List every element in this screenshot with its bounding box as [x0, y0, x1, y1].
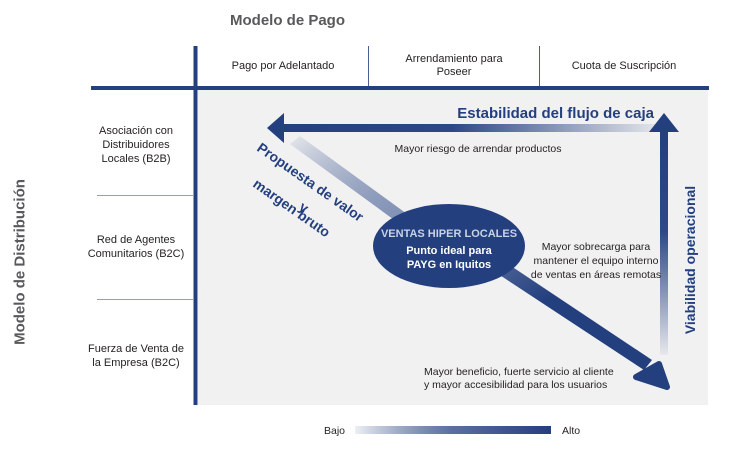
value-proposition-arrow — [290, 136, 418, 230]
sweet-spot-ellipse — [373, 204, 525, 288]
center-line-2: PAYG en Iquitos — [407, 259, 491, 271]
benefit-note-1: Mayor beneficio, fuerte servicio al clie… — [424, 366, 614, 378]
benefit-arrow — [480, 252, 670, 390]
benefit-note-2: y mayor accesibilidad para los usuarios — [424, 379, 607, 391]
column-label: Cuota de Suscripción — [571, 59, 677, 72]
row-header-community-agents: Red de Agentes Comunitarios (B2C) — [80, 233, 192, 261]
legend-high-label: Alto — [562, 425, 580, 437]
operational-note-3: de ventas en áreas remotas — [531, 269, 661, 281]
operational-note-2: mantener el equipo interno — [534, 255, 659, 267]
cash-flow-arrow — [267, 113, 660, 143]
cash-flow-note: Mayor riesgo de arrendar productos — [395, 143, 562, 155]
row-label: Red de Agentes Comunitarios (B2C) — [87, 234, 185, 260]
row-label: Fuerza de Venta de la Empresa (B2C) — [88, 343, 185, 369]
row-header-company-salesforce: Fuerza de Venta de la Empresa (B2C) — [80, 342, 192, 370]
column-header-subscription: Cuota de Suscripción — [540, 46, 708, 86]
operational-viability-label: Viabilidad operacional — [682, 186, 698, 334]
row-header-b2b-distributors: Asociación con Distribuidores Locales (B… — [82, 124, 190, 166]
operational-viability-arrow — [649, 113, 679, 355]
center-title: VENTAS HIPER LOCALES — [381, 228, 517, 240]
column-label: Pago por Adelantado — [231, 59, 335, 72]
column-label: Arrendamiento para Poseer — [405, 53, 503, 78]
row-label: Asociación con Distribuidores Locales (B… — [99, 125, 173, 165]
column-header-lease-to-own: Arrendamiento para Poseer — [370, 46, 538, 86]
column-header-upfront: Pago por Adelantado — [198, 46, 368, 86]
payment-model-title: Modelo de Pago — [230, 12, 346, 29]
legend-gradient-bar — [355, 426, 551, 434]
operational-note-1: Mayor sobrecarga para — [542, 241, 651, 253]
center-line-1: Punto ideal para — [406, 245, 492, 257]
legend-low-label: Bajo — [324, 425, 345, 437]
cash-flow-label: Estabilidad del flujo de caja — [457, 105, 654, 122]
